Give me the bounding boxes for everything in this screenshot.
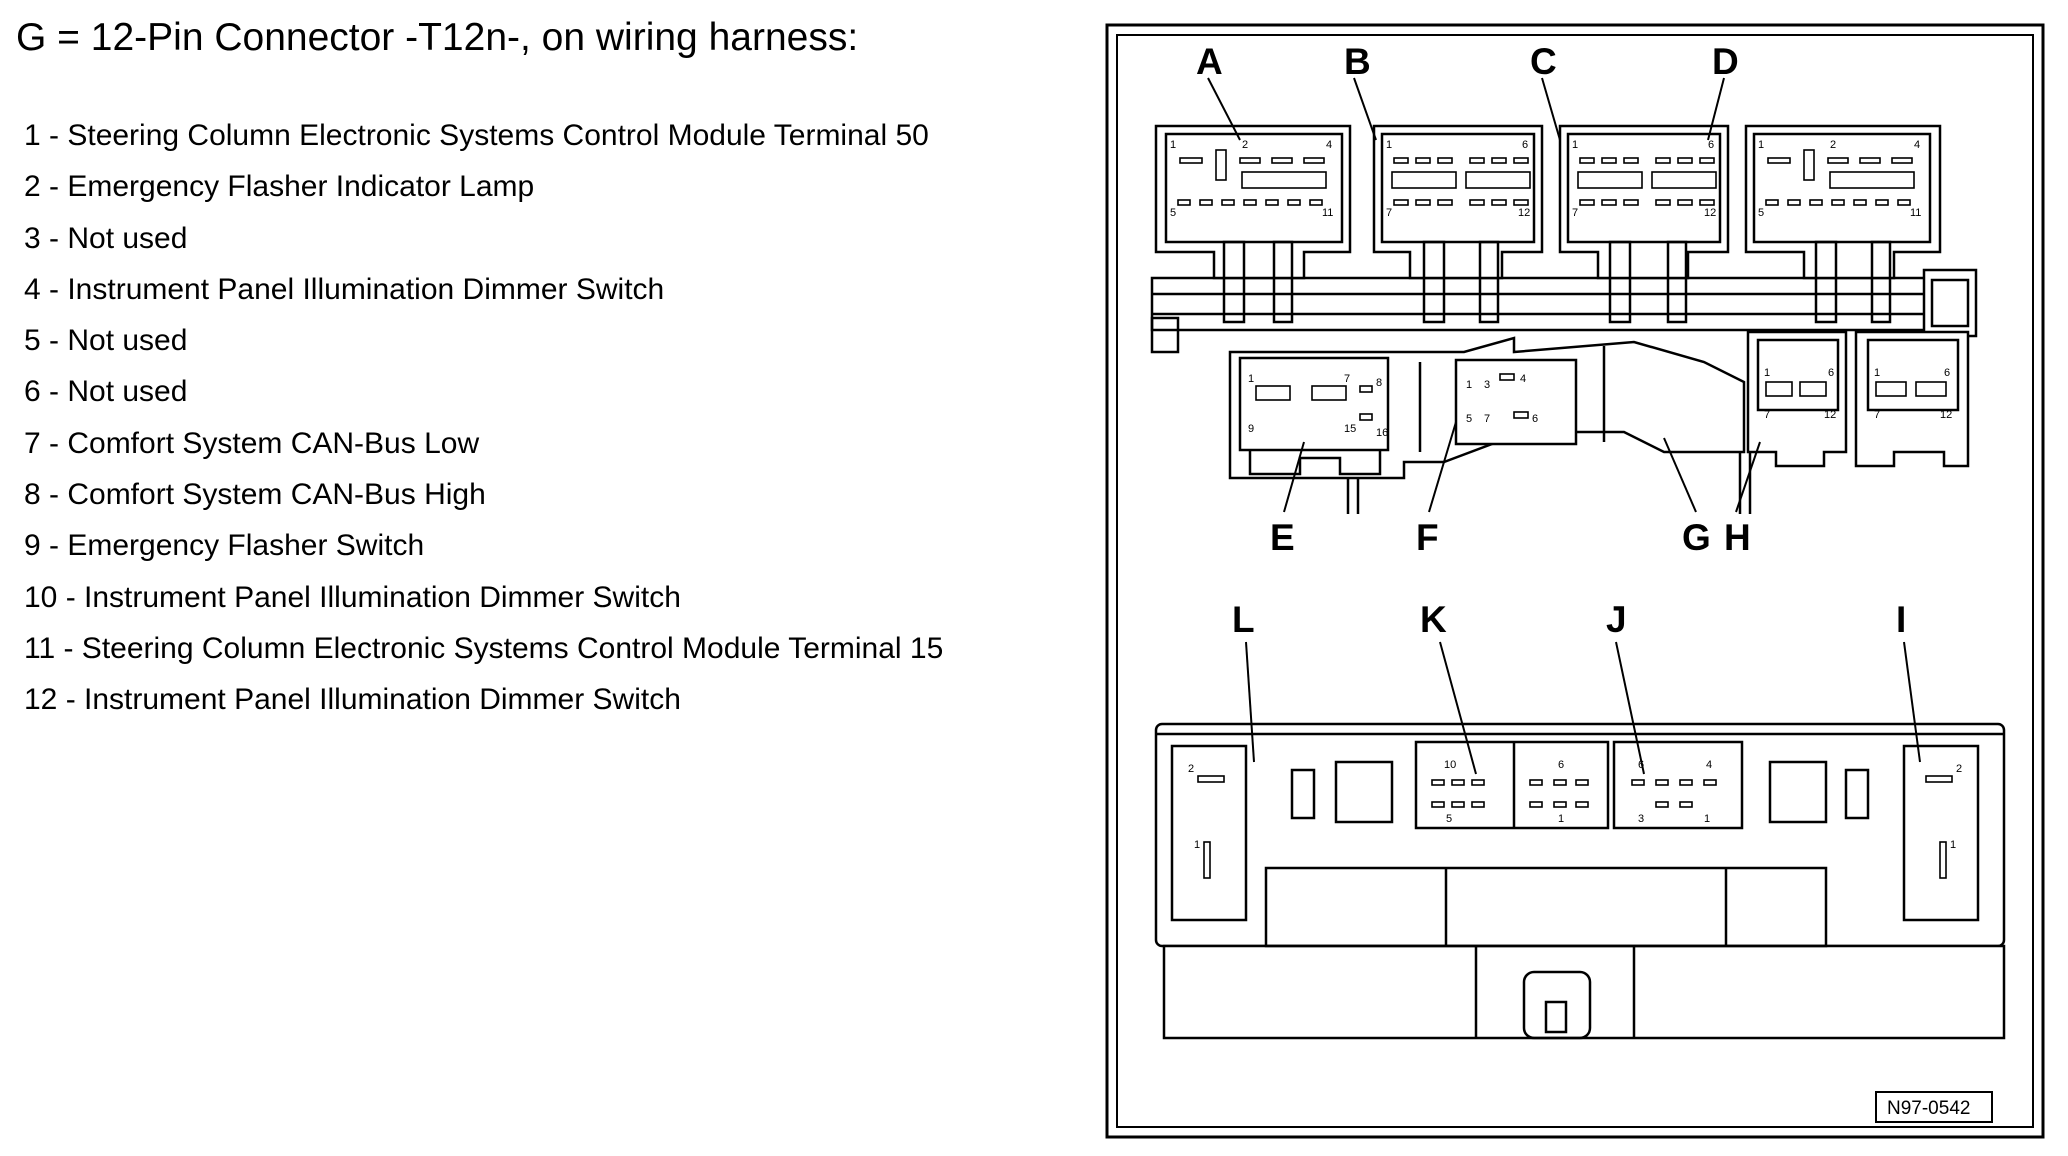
svg-text:4: 4: [1326, 139, 1332, 151]
svg-text:11: 11: [1322, 207, 1333, 219]
callout-lines-bottom: [1245, 641, 1921, 775]
pin-item: 12 - Instrument Panel Illumination Dimme…: [24, 683, 681, 717]
svg-text:F: F: [1416, 517, 1439, 558]
svg-text:1: 1: [1558, 813, 1564, 825]
svg-text:I: I: [1896, 599, 1906, 640]
svg-text:2: 2: [1242, 139, 1248, 151]
svg-text:K: K: [1420, 599, 1447, 640]
svg-text:1: 1: [1194, 839, 1200, 851]
svg-text:16: 16: [1376, 427, 1388, 439]
pin-item: 11 - Steering Column Electronic Systems …: [24, 631, 944, 665]
svg-text:10: 10: [1444, 759, 1456, 771]
svg-text:2: 2: [1956, 763, 1962, 775]
svg-text:1: 1: [1758, 139, 1764, 151]
figure-reference: N97-0542: [1875, 1091, 1993, 1123]
svg-text:1: 1: [1386, 139, 1392, 151]
page-title: G = 12-Pin Connector -T12n-, on wiring h…: [16, 16, 859, 59]
svg-text:3: 3: [1484, 379, 1490, 391]
pin-item: 6 - Not used: [24, 375, 188, 409]
svg-text:5: 5: [1466, 413, 1472, 425]
svg-text:G: G: [1682, 517, 1711, 558]
svg-text:2: 2: [1188, 763, 1194, 775]
svg-text:1: 1: [1572, 139, 1578, 151]
top-connector-block: [1150, 124, 1978, 514]
pin-numbers-top: 1 2 4 5 11 1 6 7 12 1 6 7 12 1 2 4 5 11 …: [1170, 139, 1952, 439]
svg-text:4: 4: [1706, 759, 1712, 771]
svg-text:7: 7: [1386, 207, 1392, 219]
svg-text:7: 7: [1764, 409, 1770, 421]
svg-text:3: 3: [1638, 813, 1644, 825]
svg-text:6: 6: [1828, 367, 1834, 379]
pin-cavities-bottom: [1197, 775, 1953, 879]
svg-text:H: H: [1724, 517, 1751, 558]
svg-text:6: 6: [1944, 367, 1950, 379]
svg-text:1: 1: [1764, 367, 1770, 379]
pin-item: 5 - Not used: [24, 324, 188, 358]
pin-assignment-list: 1 - Steering Column Electronic Systems C…: [24, 110, 943, 726]
svg-text:B: B: [1344, 41, 1371, 82]
svg-text:1: 1: [1950, 839, 1956, 851]
svg-text:7: 7: [1572, 207, 1578, 219]
connector-labels-bottom: L K J I: [1232, 599, 1906, 640]
pin-item: 2 - Emergency Flasher Indicator Lamp: [24, 170, 535, 204]
svg-text:1: 1: [1874, 367, 1880, 379]
svg-text:6: 6: [1532, 413, 1538, 425]
bottom-housing: [1154, 722, 2006, 1040]
svg-text:12: 12: [1940, 409, 1952, 421]
connector-labels-top: A B C D E F G H: [1196, 41, 1751, 558]
svg-text:5: 5: [1170, 207, 1176, 219]
svg-text:12: 12: [1704, 207, 1716, 219]
svg-text:1: 1: [1248, 373, 1254, 385]
diagram-frame-inner: [1116, 34, 2034, 1128]
pin-numbers-bottom: 2 1 10 5 6 1 6 4 3 1 2 1: [1188, 759, 1962, 851]
pin-item: 8 - Comfort System CAN-Bus High: [24, 478, 486, 512]
svg-text:6: 6: [1708, 139, 1714, 151]
svg-text:L: L: [1232, 599, 1255, 640]
pin-item: 4 - Instrument Panel Illumination Dimmer…: [24, 272, 665, 306]
svg-text:C: C: [1530, 41, 1557, 82]
svg-text:4: 4: [1520, 373, 1526, 385]
svg-text:1: 1: [1704, 813, 1710, 825]
connector-diagram: 1 2 4 5 11 1 6 7 12 1 6 7 12 1 2 4 5 11 …: [1105, 23, 2045, 1139]
svg-text:2: 2: [1830, 139, 1836, 151]
svg-text:1: 1: [1170, 139, 1176, 151]
svg-text:12: 12: [1824, 409, 1836, 421]
svg-text:12: 12: [1518, 207, 1530, 219]
pin-item: 7 - Comfort System CAN-Bus Low: [24, 426, 480, 460]
pin-item: 9 - Emergency Flasher Switch: [24, 529, 425, 563]
svg-text:11: 11: [1910, 207, 1921, 219]
svg-text:5: 5: [1758, 207, 1764, 219]
svg-text:7: 7: [1484, 413, 1490, 425]
pin-item: 10 - Instrument Panel Illumination Dimme…: [24, 580, 681, 614]
svg-text:7: 7: [1874, 409, 1880, 421]
pin-cavities-top: [1177, 149, 1947, 421]
svg-text:6: 6: [1558, 759, 1564, 771]
svg-text:E: E: [1270, 517, 1295, 558]
svg-text:15: 15: [1344, 423, 1356, 435]
svg-text:7: 7: [1344, 373, 1350, 385]
svg-text:6: 6: [1522, 139, 1528, 151]
svg-text:8: 8: [1376, 377, 1382, 389]
svg-text:1: 1: [1466, 379, 1472, 391]
pin-item: 1 - Steering Column Electronic Systems C…: [24, 119, 929, 152]
svg-text:6: 6: [1638, 759, 1644, 771]
svg-text:4: 4: [1914, 139, 1920, 151]
svg-text:J: J: [1606, 599, 1627, 640]
pin-item: 3 - Not used: [24, 221, 188, 255]
svg-text:9: 9: [1248, 423, 1254, 435]
svg-text:A: A: [1196, 41, 1223, 82]
svg-text:5: 5: [1446, 813, 1452, 825]
callout-lines-top: [1207, 77, 1761, 513]
svg-text:N97-0542: N97-0542: [1887, 1098, 1970, 1119]
svg-text:D: D: [1712, 41, 1739, 82]
